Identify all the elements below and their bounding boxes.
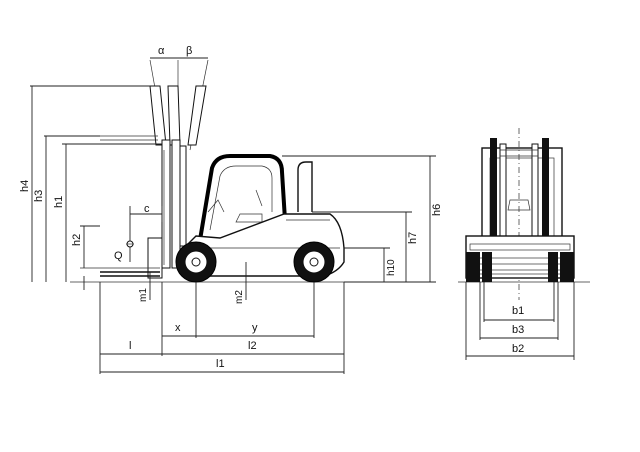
horizontal-dimensions: x y l l2 l1 (99, 282, 345, 374)
front-view: b1 b3 b2 (458, 128, 590, 360)
front-seat (507, 199, 531, 211)
h7-label: h7 (407, 232, 419, 244)
rear-wheel (293, 241, 335, 283)
q-label: Q (114, 250, 123, 262)
h6-label: h6 (431, 204, 443, 216)
y-label: y (252, 322, 258, 334)
width-dimensions: b1 b3 b2 (465, 282, 575, 360)
m1-label: m1 (138, 288, 149, 302)
b3-label: b3 (512, 324, 524, 336)
ground-clearance: m1 m2 (138, 262, 247, 304)
h4-label: h4 (19, 180, 31, 192)
l1-label: l1 (216, 358, 225, 370)
b2-label: b2 (512, 343, 524, 355)
overhead-guard (198, 154, 288, 241)
seat-steering (207, 189, 263, 223)
l2-label: l2 (248, 340, 257, 352)
h1-label: h1 (53, 196, 65, 208)
alpha-label: α (158, 45, 165, 57)
b1-label: b1 (512, 305, 524, 317)
mast-raised-outline (100, 85, 207, 146)
load-centre: c Q (114, 203, 163, 262)
h2-label: h2 (71, 234, 83, 246)
x-label: x (175, 322, 181, 334)
height-dimensions-right: h6 h7 h10 (282, 155, 443, 283)
front-right-wheel (560, 252, 574, 282)
mast (161, 139, 187, 269)
front-wheel (175, 241, 217, 283)
exhaust-pipe (297, 161, 313, 212)
c-label: c (144, 203, 150, 215)
side-view: α β (19, 45, 443, 374)
h10-label: h10 (386, 259, 397, 276)
l-label: l (129, 340, 131, 352)
beta-label: β (186, 45, 192, 57)
vertical-dimensions: h4 h3 h1 h2 (19, 85, 162, 290)
m2-label: m2 (234, 290, 245, 304)
front-left-wheel (466, 252, 480, 282)
h3-label: h3 (33, 190, 45, 202)
